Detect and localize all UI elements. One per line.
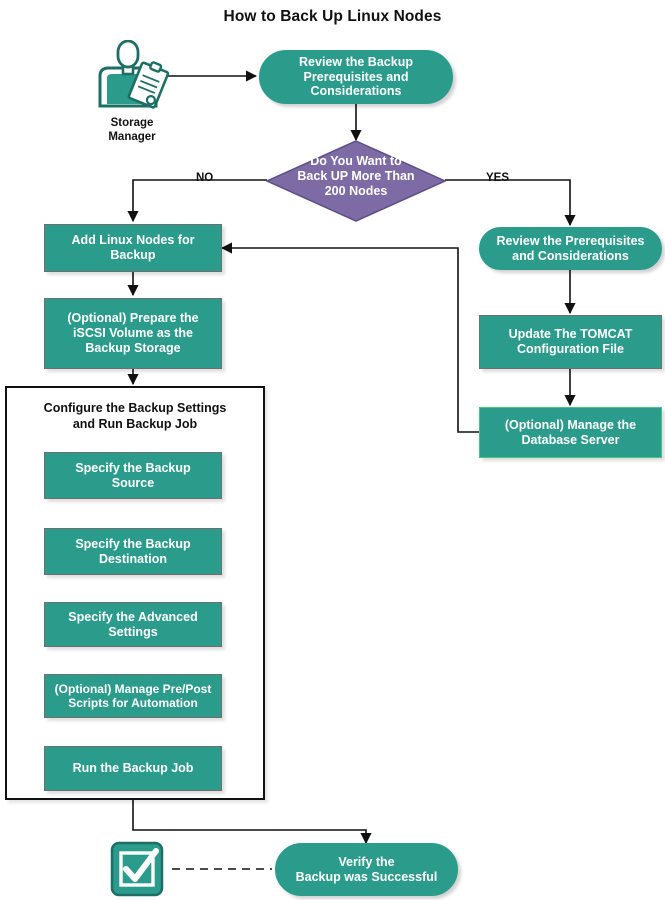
actor-label-line2: Manager — [108, 131, 156, 144]
node-specify-advanced-line2: Settings — [108, 624, 158, 639]
edge-label-no: NO — [196, 172, 214, 184]
node-manage-scripts-line1: (Optional) Manage Pre/Post — [54, 681, 212, 696]
node-manage-database-line1: (Optional) Manage the — [504, 417, 637, 432]
node-specify-the-backup-destination[interactable]: Specify the Backup Destination — [44, 528, 222, 575]
node-verify-the-backup-was-successful[interactable]: Verify the Backup was Successful — [275, 843, 458, 896]
edge-decision-yes — [445, 179, 576, 227]
actor-label: Storage Manager — [82, 116, 182, 145]
node-review-the-prerequisites-and-considerations[interactable]: Review the Prerequisites and Considerati… — [479, 227, 662, 270]
storage-manager-person-icon — [92, 39, 172, 112]
node-review-backup-prerequisites-line2: Prerequisites and — [303, 69, 409, 84]
node-specify-destination-line2: Destination — [98, 551, 168, 566]
node-specify-the-backup-source[interactable]: Specify the Backup Source — [44, 452, 222, 499]
edge-decision-no — [127, 179, 267, 223]
group-configure-backup-settings-title: Configure the Backup Settings and Run Ba… — [5, 401, 265, 432]
node-add-linux-nodes-for-backup[interactable]: Add Linux Nodes for Backup — [44, 224, 222, 272]
node-decision-more-than-200-nodes[interactable]: Do You Want to Back UP More Than 200 Nod… — [266, 140, 446, 222]
node-decision-line3: 200 Nodes — [324, 184, 388, 198]
node-specify-source-line1: Specify the Backup — [75, 460, 191, 475]
node-review-backup-prerequisites[interactable]: Review the Backup Prerequisites and Cons… — [259, 50, 453, 104]
node-manage-pre-post-scripts[interactable]: (Optional) Manage Pre/Post Scripts for A… — [44, 674, 222, 718]
node-prepare-iscsi-line2: iSCSI Volume as the — [73, 326, 193, 341]
node-specify-advanced-line1: Specify the Advanced — [68, 609, 198, 624]
node-optional-manage-the-database-server[interactable]: (Optional) Manage the Database Server — [479, 407, 662, 458]
node-update-the-tomcat-configuration-file[interactable]: Update The TOMCAT Configuration File — [479, 315, 662, 369]
node-decision-line2: Back UP More Than — [297, 169, 415, 183]
node-decision-line1: Do You Want to — [310, 154, 402, 168]
group-title-line1: Configure the Backup Settings — [43, 401, 227, 415]
node-review-backup-prerequisites-line1: Review the Backup — [299, 54, 413, 69]
group-title-line2: and Run Backup Job — [72, 416, 198, 431]
node-run-backup-job-line1: Run the Backup Job — [72, 761, 194, 776]
node-add-linux-nodes-line1: Add Linux Nodes for — [71, 233, 195, 248]
node-manage-database-line2: Database Server — [521, 432, 620, 447]
node-review-backup-prerequisites-line3: Considerations — [310, 84, 402, 99]
node-add-linux-nodes-line2: Backup — [110, 248, 156, 262]
node-prepare-iscsi-volume[interactable]: (Optional) Prepare the iSCSI Volume as t… — [44, 298, 222, 369]
node-specify-destination-line1: Specify the Backup — [75, 536, 191, 551]
edge-label-yes: YES — [486, 172, 510, 184]
checkmark-box-icon — [110, 841, 168, 899]
node-manage-scripts-line2: Scripts for Automation — [68, 696, 198, 710]
node-verify-backup-line1: Verify the — [338, 854, 395, 869]
node-prepare-iscsi-line3: Backup Storage — [85, 340, 181, 355]
node-update-tomcat-line2: Configuration File — [517, 342, 624, 356]
node-specify-the-advanced-settings[interactable]: Specify the Advanced Settings — [44, 602, 222, 647]
diamond-shape — [266, 140, 446, 222]
actor-label-line1: Storage — [110, 117, 154, 129]
node-specify-source-line2: Source — [111, 475, 155, 490]
page-title: How to Back Up Linux Nodes — [223, 8, 442, 25]
node-review-prereq-right-line2: and Considerations — [512, 248, 629, 263]
node-prepare-iscsi-line1: (Optional) Prepare the — [67, 311, 199, 326]
node-verify-backup-line2: Backup was Successful — [295, 869, 438, 884]
node-run-the-backup-job[interactable]: Run the Backup Job — [44, 746, 222, 791]
node-update-tomcat-line1: Update The TOMCAT — [508, 327, 633, 342]
node-review-prereq-right-line1: Review the Prerequisites — [496, 233, 645, 248]
group-configure-backup-settings — [5, 386, 265, 800]
